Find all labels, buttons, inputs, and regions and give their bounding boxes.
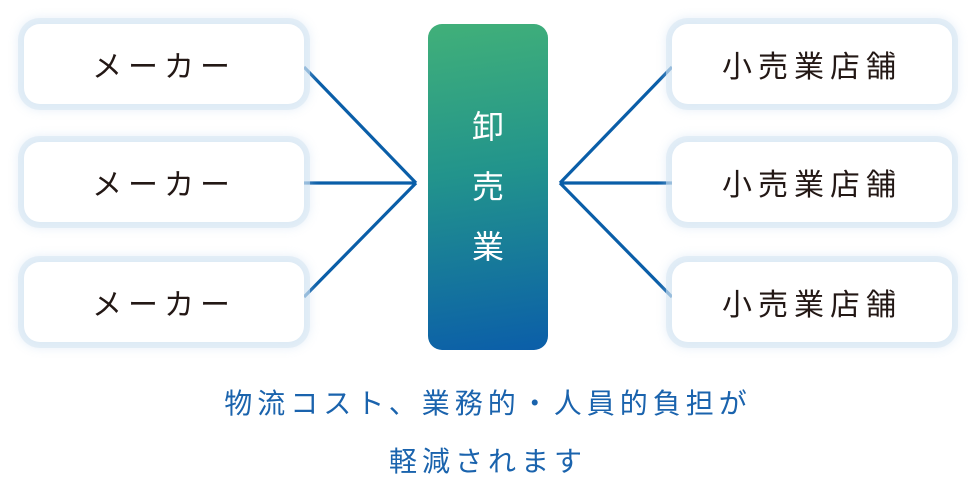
retail-store-node-2: 小売業店舗 — [672, 142, 952, 222]
manufacturer-node-3: メーカー — [24, 262, 304, 342]
connector-right-top — [558, 65, 674, 185]
connector-left-top — [302, 65, 418, 185]
retail-store-node-3: 小売業店舗 — [672, 262, 952, 342]
wholesale-hub: 卸 売 業 — [428, 24, 548, 350]
manufacturer-node-1: メーカー — [24, 24, 304, 104]
connector-right-bottom — [558, 181, 674, 299]
hub-char-1: 卸 — [471, 108, 504, 146]
manufacturer-label: メーカー — [92, 168, 236, 203]
connector-left-bottom — [302, 181, 418, 299]
manufacturer-label: メーカー — [92, 50, 236, 85]
manufacturer-node-2: メーカー — [24, 142, 304, 222]
hub-char-3: 業 — [471, 228, 504, 266]
retail-store-label: 小売業店舗 — [722, 288, 902, 323]
hub-char-2: 売 — [471, 168, 504, 206]
retail-store-label: 小売業店舗 — [722, 168, 902, 203]
caption-line-2: 軽減されます — [388, 445, 587, 478]
manufacturer-label: メーカー — [92, 288, 236, 323]
retail-store-node-1: 小売業店舗 — [672, 24, 952, 104]
retail-store-label: 小売業店舗 — [722, 50, 902, 85]
caption-line-1: 物流コスト、業務的・人員的負担が — [224, 387, 752, 420]
